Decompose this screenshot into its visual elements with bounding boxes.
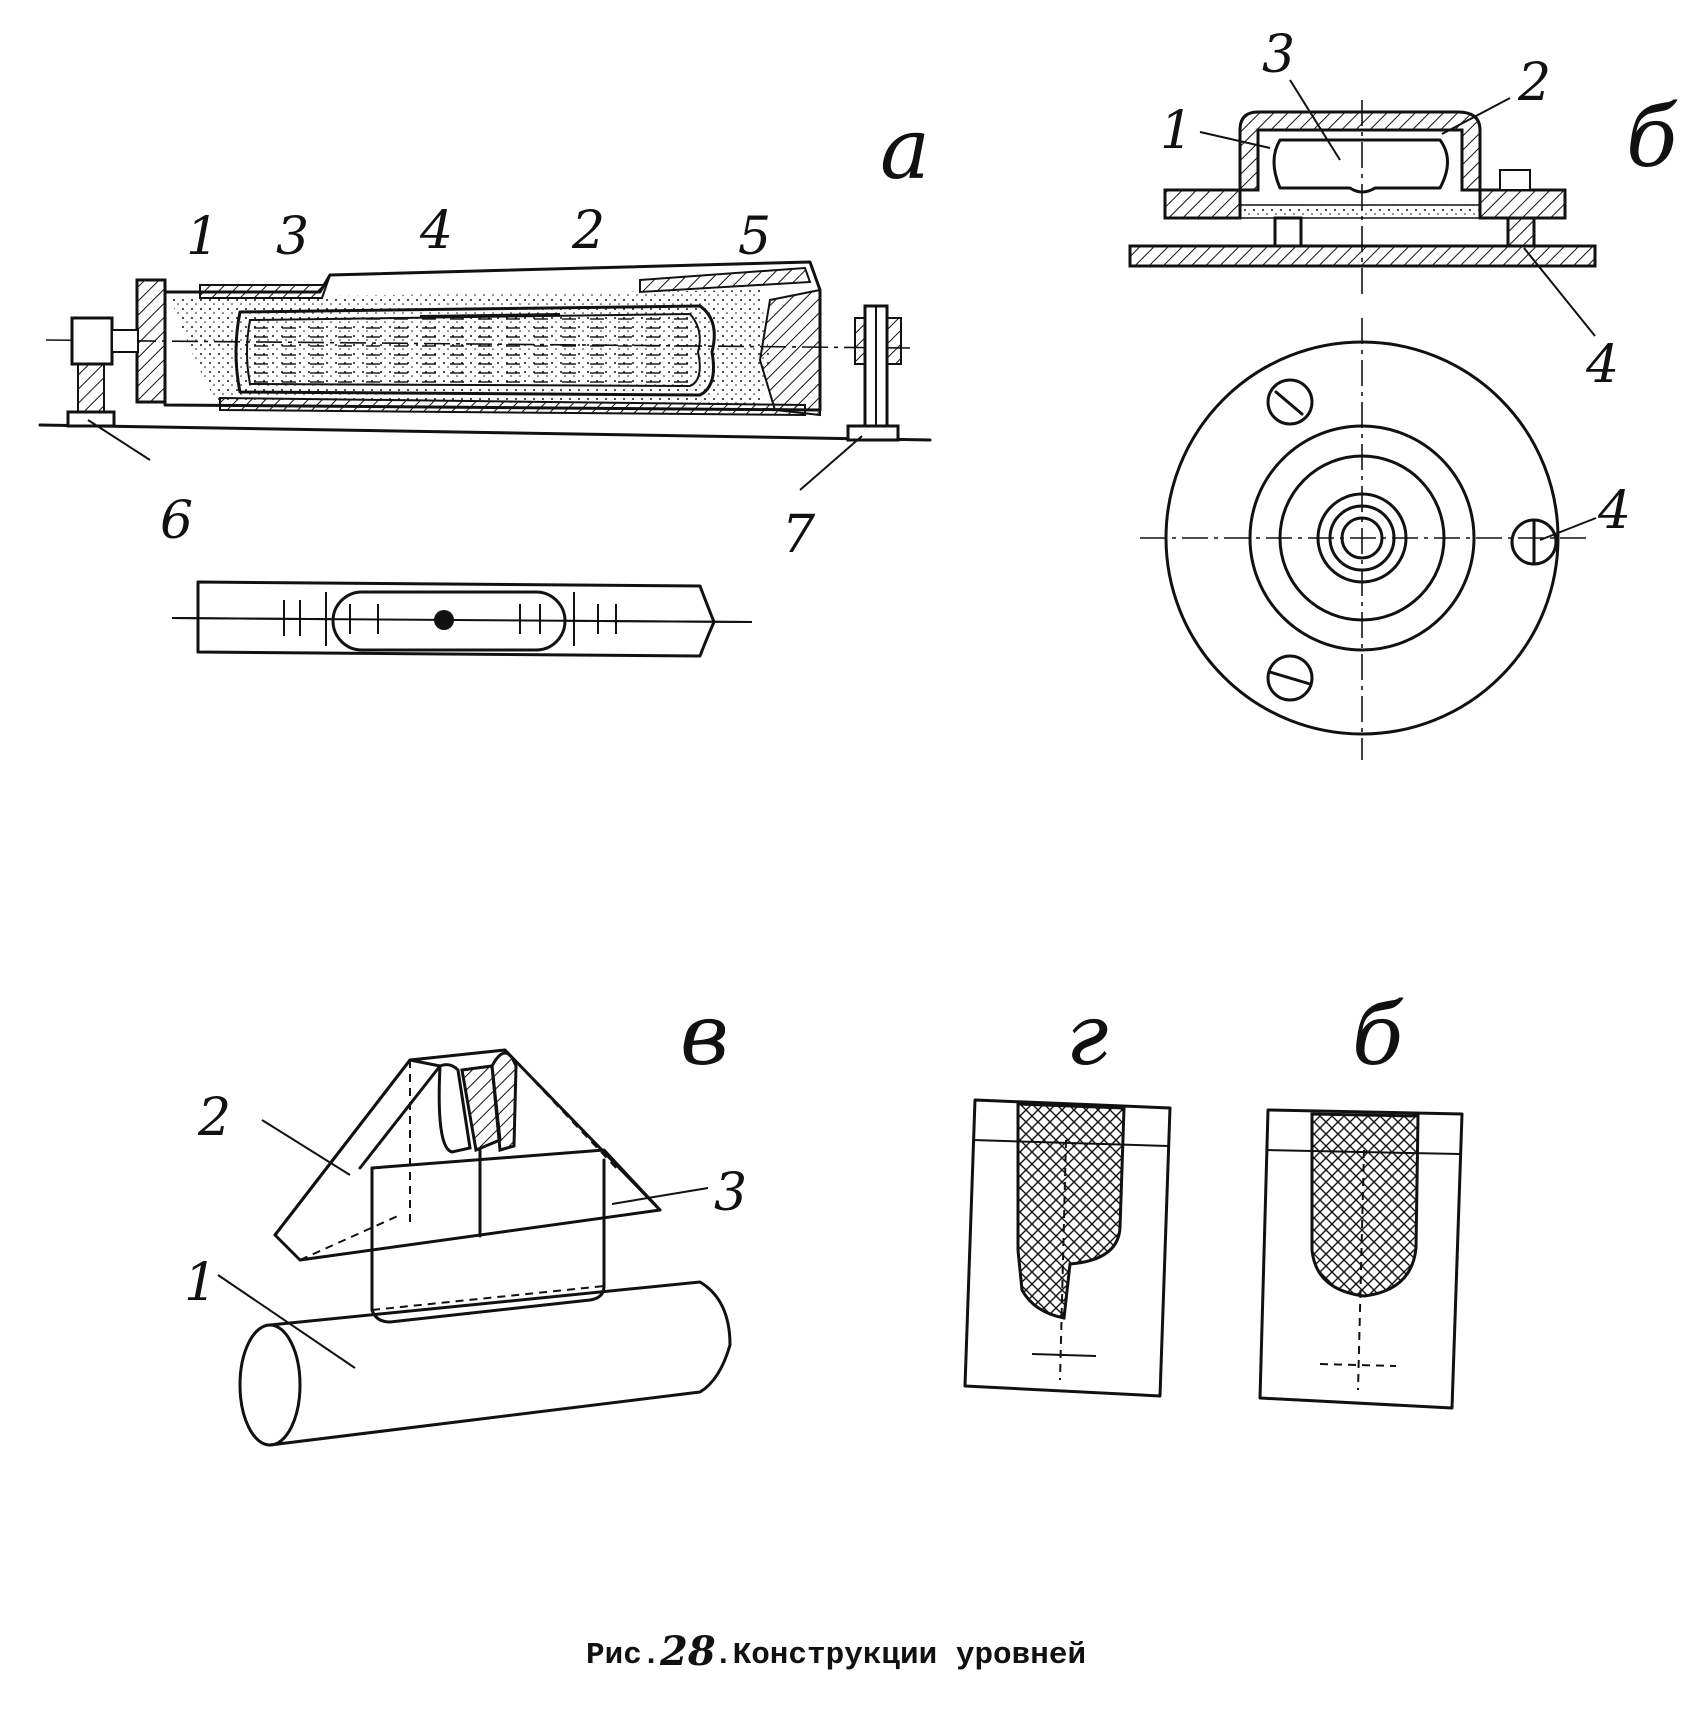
- panel-d-bubble: [1310, 1112, 1420, 1298]
- leader-b-3: [1289, 79, 1341, 161]
- leader-b-4-top: [1523, 247, 1596, 337]
- label-b-3: 3: [1262, 25, 1295, 85]
- housing-top-wall-left: [199, 274, 331, 299]
- panel-b-letter: б: [1626, 88, 1678, 186]
- panel-d-frame: [1258, 1108, 1464, 1410]
- screw-left: [1273, 216, 1303, 248]
- panel-v-prism-level: в 2 3 1: [184, 986, 747, 1447]
- prism-hidden-bottom: [299, 1214, 401, 1261]
- panel-d-bubble-view: б: [1258, 986, 1464, 1410]
- panel-g-axis: [1059, 1139, 1067, 1381]
- panel-g-letter: г: [1066, 986, 1108, 1084]
- label-v-2: 2: [197, 1088, 231, 1148]
- label-a-5: 5: [738, 207, 771, 267]
- vial-liquid: [246, 312, 701, 388]
- leader-b-4-plan: [1539, 517, 1597, 541]
- caption-text: .Конструкции уровней: [714, 1638, 1086, 1673]
- leader-v-1: [217, 1274, 356, 1369]
- vial-top-view: [171, 580, 753, 658]
- right-pivot-foot: [846, 424, 900, 442]
- prism-left-face: [273, 1058, 442, 1237]
- left-screw-post: [77, 363, 105, 415]
- cylinder-body: [268, 1280, 732, 1447]
- leader-6: [87, 419, 151, 461]
- left-screw-head: [70, 316, 114, 366]
- body-hidden-edge: [371, 1285, 605, 1311]
- mounting-surface: [1128, 244, 1597, 268]
- left-end-cap: [135, 278, 167, 404]
- screw-head-right: [1510, 518, 1558, 566]
- panel-v-letter: в: [680, 986, 729, 1084]
- figure-caption: Рис. 28 .Конструкции уровней: [586, 1628, 1086, 1675]
- cylinder-end: [238, 1323, 302, 1447]
- screw-head-top-left: [1266, 378, 1314, 426]
- glass-vial-outer: [234, 304, 716, 397]
- cap-housing: [1238, 110, 1482, 192]
- housing-right-wall: [758, 288, 821, 417]
- panel-d-axis: [1357, 1149, 1365, 1391]
- caption-prefix: Рис.: [586, 1638, 660, 1673]
- left-screw-foot: [66, 410, 116, 428]
- level-body: [370, 1158, 606, 1324]
- plan-view: 4: [1140, 318, 1631, 760]
- panel-d-letter: б: [1352, 986, 1404, 1084]
- screw-right: [1506, 216, 1536, 248]
- panel-g-bubble: [1016, 1102, 1126, 1320]
- panel-g-bubble-view: г: [963, 986, 1172, 1398]
- label-v-3: 3: [714, 1163, 747, 1223]
- label-a-1: 1: [186, 207, 219, 267]
- label-a-7: 7: [782, 505, 816, 565]
- leader-7: [799, 435, 863, 491]
- label-b-4-plan: 4: [1597, 481, 1631, 541]
- blade-hatched-2: [490, 1051, 518, 1152]
- panel-g-mark: [1031, 1353, 1097, 1357]
- circular-vial: [1272, 138, 1449, 194]
- label-b-4-top: 4: [1585, 335, 1619, 395]
- panel-a-cylindrical-level: а 1 3 4 2 5 6: [38, 100, 932, 658]
- base-flange-right: [1478, 188, 1567, 220]
- housing-top-wall-right: [639, 266, 812, 294]
- leader-v-2: [261, 1119, 351, 1176]
- left-screw-shaft: [111, 329, 139, 353]
- base-line: [38, 423, 932, 442]
- leader-b-2: [1441, 97, 1511, 135]
- panel-d-mark: [1319, 1363, 1397, 1367]
- panel-a-letter: а: [880, 100, 930, 198]
- screw-right-head: [1499, 169, 1531, 191]
- label-a-6: 6: [160, 491, 193, 551]
- bubble-dot: [434, 610, 454, 630]
- screw-head-bottom-left: [1266, 654, 1314, 702]
- label-a-4: 4: [419, 201, 453, 261]
- prism-top-ridge: [370, 1148, 662, 1212]
- label-v-1: 1: [184, 1253, 217, 1313]
- blade-left: [437, 1063, 472, 1154]
- leader-v-3: [611, 1187, 709, 1205]
- label-a-2: 2: [571, 201, 605, 261]
- vial-bubble: [419, 313, 561, 317]
- caption-number: 28: [659, 1628, 716, 1675]
- leader-b-1: [1199, 131, 1271, 149]
- vial-bubble-axis: [171, 617, 753, 623]
- base-flange-left: [1163, 188, 1242, 220]
- label-a-3: 3: [276, 207, 309, 267]
- label-b-2: 2: [1517, 53, 1551, 113]
- panel-b-circular-level: б 1 3 2 4: [1128, 25, 1678, 760]
- base-seal: [1239, 204, 1481, 219]
- label-b-1: 1: [1160, 101, 1193, 161]
- panel-g-frame: [963, 1098, 1172, 1398]
- scale-divisions: [283, 592, 617, 646]
